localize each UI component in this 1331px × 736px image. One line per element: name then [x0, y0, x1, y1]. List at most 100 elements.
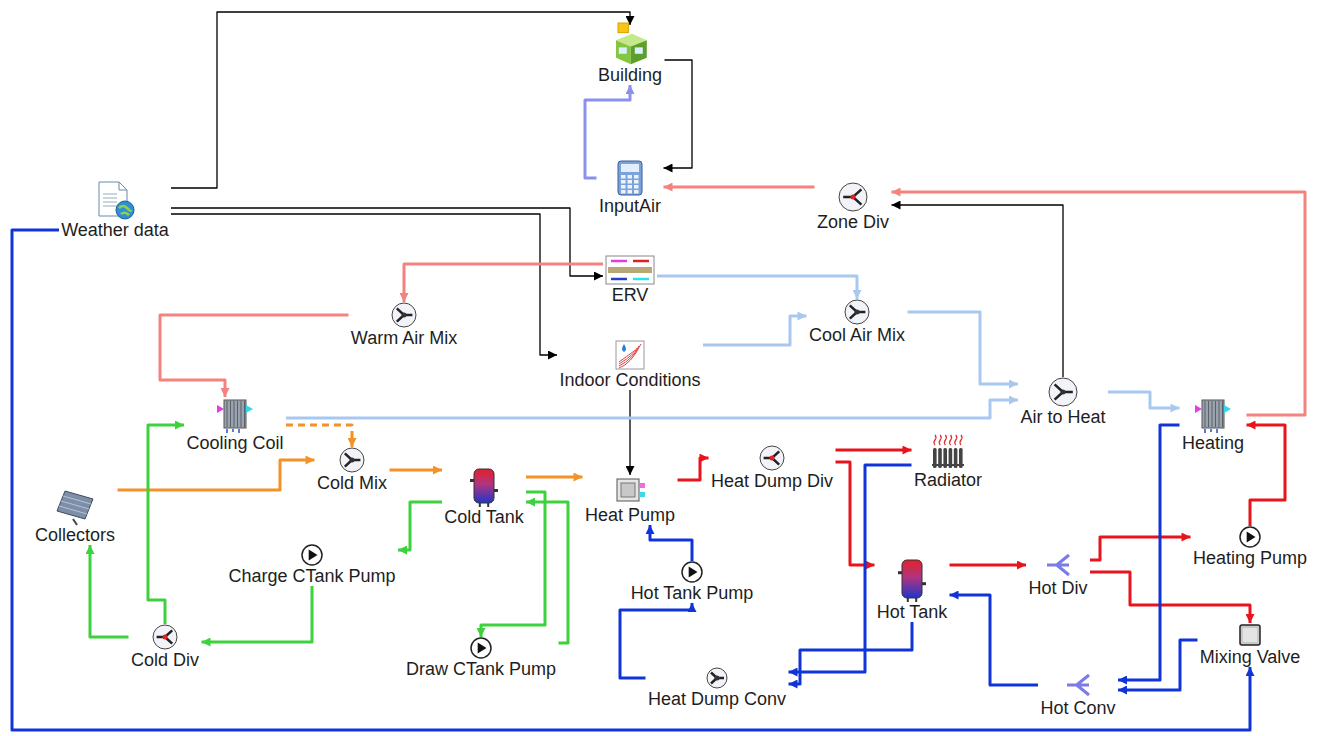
pipe-connector — [12, 230, 1250, 730]
pipe-connector — [629, 390, 630, 475]
pipe-connector — [1118, 425, 1180, 680]
pipe-connector — [171, 12, 630, 188]
pipe-connector — [703, 316, 807, 345]
label-row: Cold Mix — [315, 473, 390, 493]
component: Building — [596, 25, 665, 85]
pipe-connector — [620, 603, 692, 678]
component-icon — [610, 25, 650, 65]
component: Heat Dump Div — [709, 445, 836, 491]
component-label: Draw CTank Pump — [406, 659, 556, 679]
component-label: Cold Tank — [444, 507, 524, 527]
pipe-connector — [950, 595, 1039, 685]
component: Mixing Valve — [1198, 623, 1303, 667]
component: InputAir — [597, 160, 664, 216]
component: Collectors — [33, 485, 118, 545]
pipe-connector — [1108, 392, 1180, 408]
label-row: Mixing Valve — [1198, 647, 1303, 667]
pipe-connector — [148, 425, 184, 624]
pipe-connector — [526, 476, 583, 479]
component-icon — [1048, 377, 1078, 407]
label-row: Hot Div — [1026, 578, 1090, 598]
pipe-connector — [286, 400, 1018, 418]
component: Heating — [1180, 397, 1247, 453]
component-icon — [1045, 552, 1071, 578]
component: Warm Air Mix — [349, 302, 460, 348]
pipe-connector — [404, 264, 603, 302]
component-label: Heating Pump — [1193, 548, 1307, 568]
pipe-connector — [1118, 640, 1198, 690]
component-label: Heat Dump Div — [711, 471, 833, 491]
pipe-connector — [892, 192, 1306, 415]
component-icon — [612, 160, 648, 196]
component-icon — [339, 447, 365, 473]
pipe-connector — [171, 214, 557, 355]
pipe-connector — [650, 525, 692, 561]
pipe-connector — [160, 315, 349, 397]
label-row: Heating Pump — [1191, 548, 1310, 568]
component-label: Building — [598, 65, 662, 85]
component-icon — [55, 485, 95, 525]
label-row: Hot Tank Pump — [629, 583, 756, 603]
pipe-connector — [526, 502, 568, 643]
pipe-connector — [789, 465, 912, 672]
component-label: Cold Div — [131, 650, 199, 670]
component: Cold Tank — [442, 467, 526, 527]
component-icon — [844, 299, 870, 325]
label-row: Cold Div — [129, 650, 202, 670]
component-label: Hot Conv — [1040, 698, 1115, 718]
component-label: Heat Dump Conv — [648, 689, 786, 709]
pipe-connector — [789, 622, 913, 684]
pipe-connector — [390, 469, 443, 472]
component-label: Hot Tank Pump — [631, 583, 754, 603]
label-row: InputAir — [597, 196, 664, 216]
component-icon — [152, 624, 178, 650]
label-row: Charge CTank Pump — [226, 566, 398, 586]
label-row: Zone Div — [815, 212, 892, 232]
component: Charge CTank Pump — [226, 544, 398, 586]
label-row: Heating — [1180, 433, 1247, 453]
component-icon — [301, 544, 323, 566]
label-row: ERV — [603, 285, 657, 305]
label-row: Cool Air Mix — [807, 325, 908, 345]
component-icon — [1238, 623, 1262, 647]
label-row: Heat Dump Div — [709, 471, 836, 491]
pipe-connector — [664, 60, 693, 168]
component-icon — [391, 302, 417, 328]
label-row: Collectors — [33, 525, 118, 545]
component-icon — [759, 445, 785, 471]
pipe-connector — [836, 449, 912, 452]
component: Cooling Coil — [184, 397, 286, 453]
component-label: Collectors — [35, 525, 115, 545]
component-label: Cold Mix — [317, 473, 387, 493]
component-label: Charge CTank Pump — [228, 566, 395, 586]
component: Zone Div — [815, 182, 892, 232]
label-row: Cooling Coil — [184, 433, 286, 453]
component-label: ERV — [612, 285, 649, 305]
component-icon — [1195, 397, 1231, 433]
component: Hot Tank — [875, 558, 950, 622]
component-icon — [615, 475, 645, 505]
component-label: Air to Heat — [1020, 407, 1105, 427]
pipe-connector — [90, 545, 129, 637]
component: Radiator — [912, 434, 985, 490]
component-label: Mixing Valve — [1200, 647, 1301, 667]
component: Draw CTank Pump — [404, 637, 559, 679]
component-label: Cool Air Mix — [809, 325, 905, 345]
label-row: Warm Air Mix — [349, 328, 460, 348]
component-label: Heating — [1182, 433, 1244, 453]
pipe-connector — [202, 586, 313, 642]
component-label: Hot Div — [1028, 578, 1087, 598]
component-icon — [706, 667, 728, 689]
component: Hot Tank Pump — [629, 561, 756, 603]
component-icon — [838, 182, 868, 212]
label-row: Draw CTank Pump — [404, 659, 559, 679]
label-row: Hot Conv — [1038, 698, 1118, 718]
component: Cold Mix — [315, 447, 390, 493]
label-row: Building — [596, 65, 665, 85]
component-icon — [217, 397, 253, 433]
label-row: Air to Heat — [1018, 407, 1108, 427]
component: Weather data — [59, 180, 171, 240]
component-icon — [898, 558, 926, 602]
component: Indoor Conditions — [557, 340, 703, 390]
